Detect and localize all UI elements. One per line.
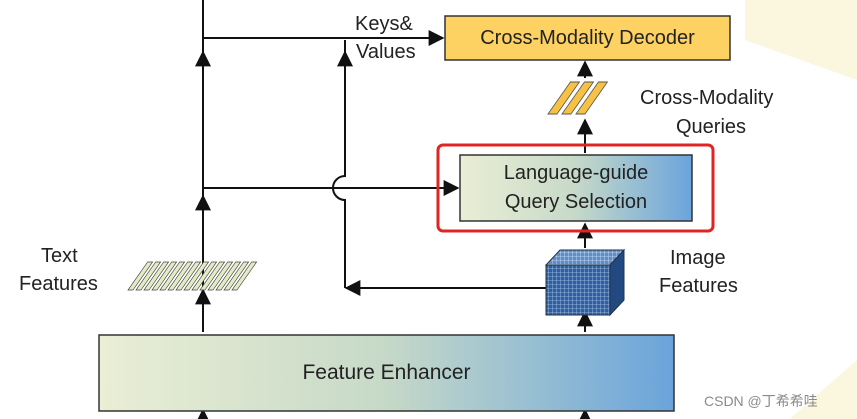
decoder-label: Cross-Modality Decoder — [445, 16, 730, 60]
queries-glyph — [547, 81, 609, 115]
image-features-cube — [544, 248, 626, 317]
selection-label: Language-guide Query Selection — [460, 155, 692, 221]
text-features-glyph — [127, 261, 258, 291]
decoder-box — [444, 15, 731, 61]
text-features-line2: Features — [19, 273, 98, 295]
decoder-text: Cross-Modality Decoder — [480, 26, 695, 49]
enhancer-box — [98, 334, 675, 412]
background-corner — [790, 360, 857, 419]
background-wedge — [745, 0, 857, 80]
queries-label-line1: Cross-Modality — [640, 87, 774, 109]
image-features-line2: Features — [659, 275, 738, 297]
enhancer-text: Feature Enhancer — [302, 361, 471, 384]
text-features-line1: Text — [41, 245, 78, 267]
image-features-line1: Image — [670, 247, 726, 269]
selection-text-line1: Language-guide — [503, 162, 649, 184]
kv-label-line2: Values — [356, 41, 416, 63]
selection-highlight — [436, 143, 715, 233]
kv-label-line1: Keys& — [355, 13, 413, 35]
image-kv-line — [332, 40, 346, 288]
watermark: CSDN @丁希希哇 — [704, 393, 818, 409]
selection-box — [459, 154, 693, 222]
queries-label-line2: Queries — [676, 116, 747, 138]
selection-text-line2: Query Selection — [504, 191, 648, 213]
enhancer-label: Feature Enhancer — [99, 335, 674, 411]
